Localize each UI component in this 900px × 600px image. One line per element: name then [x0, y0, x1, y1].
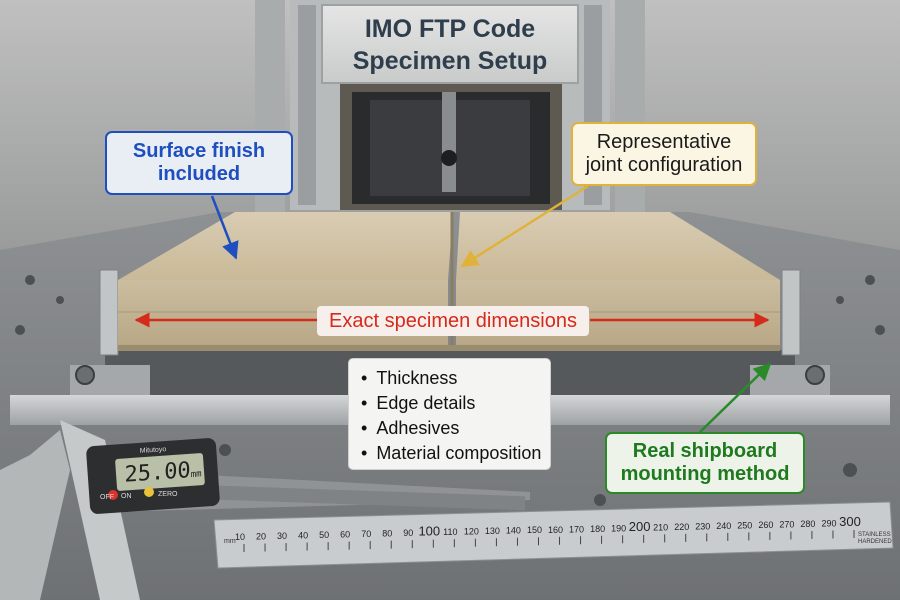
ruler-tick-label: 150 [527, 525, 542, 535]
caliper-readout: 25.00mm [122, 456, 204, 490]
callout-dims-text: Exact specimen dimensions [329, 309, 577, 332]
callout-specimen-dimensions: Exact specimen dimensions [317, 306, 589, 336]
details-item: Thickness [361, 366, 550, 391]
ruler-tick-label: 110 [443, 527, 457, 537]
ruler-tick-label: 40 [298, 531, 308, 541]
caliper-zero-label: ZERO [158, 491, 178, 498]
callout-surface-line2: included [157, 163, 241, 185]
ruler-tick-label: 50 [319, 530, 329, 540]
ruler-tick-label: 210 [653, 522, 668, 532]
ruler-tick-label: 220 [674, 522, 689, 532]
title-line1: IMO FTP Code [364, 15, 536, 43]
callout-surface-line1: Surface finish [132, 140, 266, 162]
ruler-marking: STAINLESS HARDENED [858, 532, 892, 546]
ruler-tick-label: 120 [464, 527, 479, 537]
ruler-tick-label: 30 [277, 531, 287, 541]
ruler-tick-label: 20 [256, 532, 266, 542]
ruler-unit-label: mm [224, 538, 236, 545]
ruler-tick-label: 180 [590, 524, 605, 534]
caliper-off-label: OFF [100, 494, 114, 501]
ruler-tick-label: 70 [361, 529, 371, 539]
ruler-tick-label: 270 [779, 519, 794, 529]
ruler-tick-label: 200 [629, 519, 651, 534]
ruler-tick-label: 90 [403, 528, 413, 538]
callout-surface-finish: Surface finish included [105, 131, 293, 195]
callout-joint-configuration: Representative joint configuration [571, 122, 757, 186]
digital-caliper [0, 420, 530, 600]
ruler-tick-label: 60 [340, 530, 350, 540]
ruler-tick-label: 250 [737, 520, 752, 530]
callout-joint-line2: joint configuration [585, 154, 743, 176]
caliper-on-label: ON [121, 493, 132, 500]
ruler-tick-label: 130 [485, 526, 500, 536]
ruler-tick-label: 10 [235, 532, 245, 542]
ruler-tick-label: 240 [716, 521, 731, 531]
surface-arrow [210, 195, 239, 260]
ruler-tick-label: 100 [418, 524, 440, 539]
ruler-tick-label: 280 [800, 519, 815, 529]
callout-mounting-method: Real shipboard mounting method [605, 432, 805, 494]
ruler-marking-line2: HARDENED [858, 539, 892, 545]
title-plate: IMO FTP Code Specimen Setup [322, 5, 578, 83]
caliper-readout-value: 25.00 [124, 458, 191, 488]
caliper-readout-unit: mm [190, 469, 202, 481]
ruler-tick-label: 160 [548, 525, 563, 535]
joint-arrow [460, 184, 589, 268]
details-item: Material composition [361, 441, 550, 466]
details-list: Thickness Edge details Adhesives Materia… [348, 358, 551, 470]
details-item: Edge details [361, 391, 550, 416]
details-item: Adhesives [361, 416, 550, 441]
ruler-tick-label: 300 [839, 514, 861, 529]
ruler-tick-label: 230 [695, 521, 710, 531]
ruler-tick-label: 190 [611, 523, 626, 533]
ruler-tick-label: 80 [382, 529, 392, 539]
ruler-tick-label: 140 [506, 526, 521, 536]
callout-mount-line1: Real shipboard [632, 440, 778, 462]
callout-joint-line1: Representative [596, 131, 732, 153]
ruler-tick-label: 260 [758, 520, 773, 530]
ruler-tick-label: 290 [821, 518, 836, 528]
mounting-arrow [699, 362, 772, 433]
ruler-marking-line1: STAINLESS [858, 532, 891, 538]
title-line2: Specimen Setup [352, 47, 548, 75]
ruler-tick-label: 170 [569, 524, 584, 534]
callout-mount-line2: mounting method [620, 463, 790, 485]
